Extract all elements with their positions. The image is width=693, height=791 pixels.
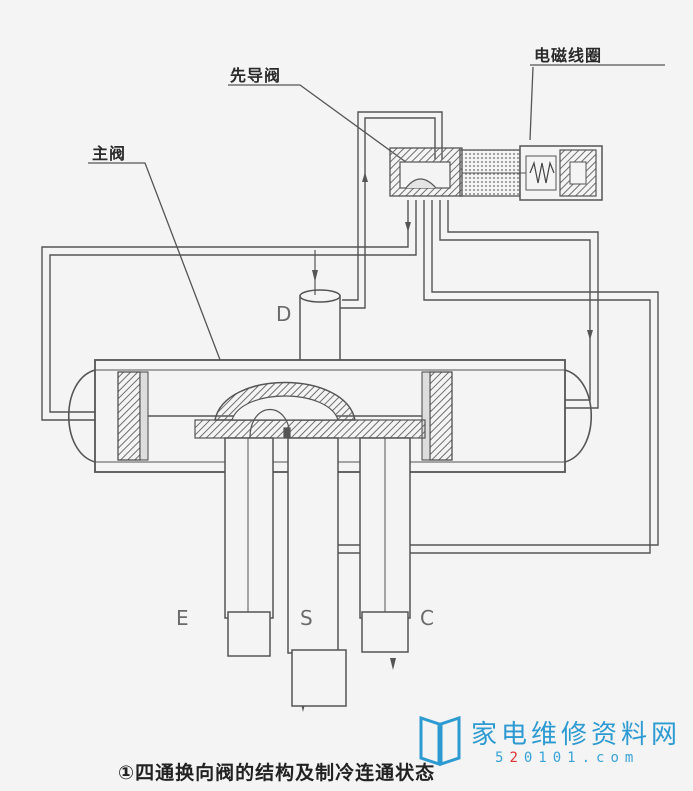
main-valve-label: 主阀 — [92, 144, 127, 163]
solenoid-coil — [459, 145, 603, 201]
solenoid-coil-label: 电磁线圈 — [534, 46, 603, 65]
logo-text: 家电维修资料网 — [471, 720, 682, 750]
pilot-valve-label: 先导阀 — [230, 66, 282, 85]
site-logo: 家电维修资料网 520101.com — [415, 712, 687, 772]
port-d-label: D — [276, 302, 292, 326]
book-icon — [419, 715, 461, 767]
port-e-label: E — [176, 606, 189, 630]
logo-url-prefix: 5 — [495, 750, 510, 766]
s-connector — [249, 409, 291, 439]
figure-caption: ①四通换向阀的结构及制冷连通状态 — [118, 762, 436, 784]
port-s-label: S — [300, 606, 313, 630]
pilot-valve — [389, 147, 463, 197]
leader-lines — [88, 64, 665, 366]
logo-url: 520101.com — [495, 750, 639, 766]
discharge-pipe — [299, 250, 341, 367]
logo-url-red: 2 — [509, 750, 524, 766]
outlet-pipes — [224, 437, 411, 707]
logo-url-suffix: 0101.com — [523, 750, 640, 766]
port-c-label: C — [420, 606, 434, 630]
